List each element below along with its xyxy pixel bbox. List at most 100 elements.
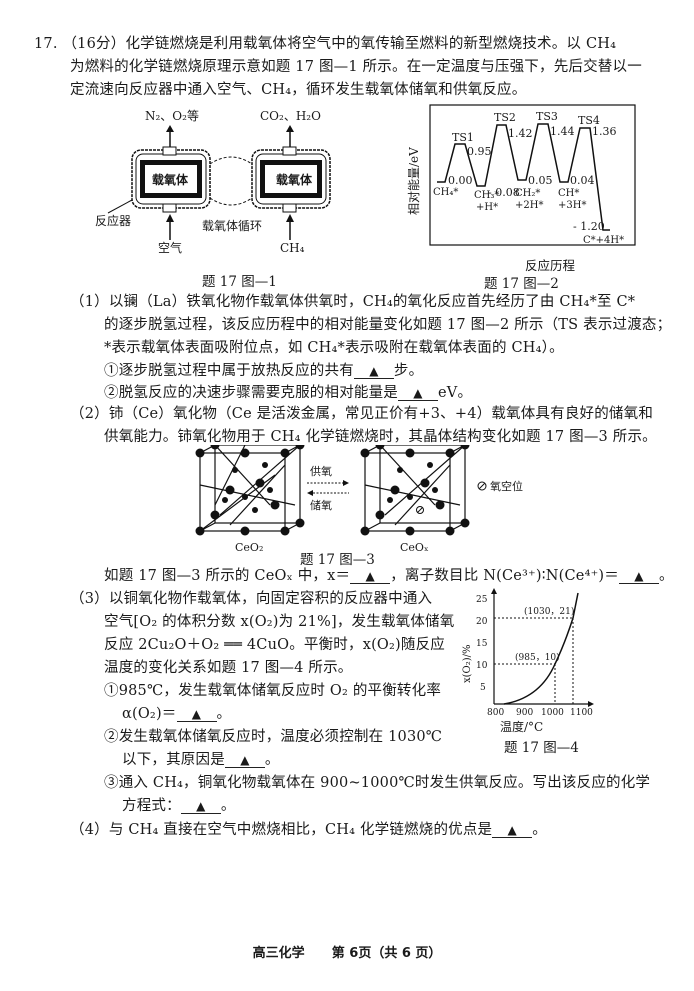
svg-text:+H*: +H*: [476, 202, 498, 213]
y-axis-label: x(O₂)/%: [462, 644, 473, 683]
svg-text:C*+4H*: C*+4H*: [583, 235, 624, 246]
part1-q1-text: ①逐步脱氢过程中属于放热反应的共有: [104, 363, 354, 379]
figure-1-reactor-diagram: N₂、O₂等 CO₂、H₂O 载氧体 载氧体 反应器 载氧体循环 空气: [95, 109, 331, 255]
cycle-dash-top: [209, 156, 253, 165]
svg-text:1.42: 1.42: [508, 127, 533, 140]
left-output-label: N₂、O₂等: [145, 109, 199, 123]
legend-label: 氧空位: [490, 479, 523, 493]
part2-line-0: （2）铈（Ce）氧化物（Ce 是活泼金属，常见正价有+3、+4）载氧体具有良好的…: [70, 406, 654, 422]
svg-text:- 1.20: - 1.20: [573, 220, 605, 233]
answer-blank[interactable]: ▲: [353, 364, 394, 379]
svg-text:900: 900: [516, 708, 533, 718]
ceo2-label: CeO₂: [235, 541, 263, 554]
svg-text:1100: 1100: [570, 708, 593, 718]
svg-text:CH*: CH*: [558, 188, 579, 199]
part3-line-2: 反应 2Cu₂O＋O₂ ══ 4CuO。平衡时，x(O₂)随反应: [104, 637, 445, 653]
figure-2-energy-diagram: 相对能量/eV TS1 TS2 TS3 TS4 0.95 1.42 1.44 1…: [407, 104, 636, 246]
left-carrier-label: 载氧体: [152, 172, 189, 187]
part3-line-3: 温度的变化关系如题 17 图—4 所示。: [104, 660, 353, 676]
right-output-label: CO₂、H₂O: [260, 109, 321, 123]
svg-text:0.95: 0.95: [467, 145, 492, 158]
part2-line-1: 供氧能力。铈氧化物用于 CH₄ 化学链燃烧时，其晶体结构变化如题 17 图—3 …: [104, 429, 657, 445]
store-oxygen-label: 储氧: [310, 498, 332, 512]
part2-q-end: 。: [659, 568, 674, 584]
svg-text:1.44: 1.44: [550, 125, 575, 138]
svg-text:800: 800: [487, 708, 504, 718]
part4: （4）与 CH₄ 直接在空气中燃烧相比，CH₄ 化学链燃烧的优点是▲。: [70, 820, 547, 840]
answer-blank[interactable]: ▲: [176, 707, 217, 722]
answer-blank[interactable]: ▲: [492, 823, 533, 838]
part1-q2-unit: eV。: [438, 385, 473, 401]
figure-2-caption: 题 17 图—2: [484, 276, 559, 292]
ch4-label: CH₄: [280, 241, 305, 255]
part1-q1: ①逐步脱氢过程中属于放热反应的共有▲步。: [104, 361, 423, 381]
part1-q1-unit: 步。: [393, 363, 424, 379]
figure-1-caption: 题 17 图—1: [202, 274, 277, 290]
answer-blank[interactable]: ▲: [619, 569, 659, 584]
svg-text:TS1: TS1: [452, 131, 474, 144]
cycle-dash-bottom: [209, 197, 253, 206]
part3-q2-line1: ②发生载氧体储氧反应时，温度必须控制在 1030℃: [104, 729, 443, 745]
supply-oxygen-label: 供氧: [310, 464, 332, 478]
arrow-up-icon: [166, 125, 294, 148]
part1-line-1: 的逐步脱氢过程，该反应历程中的相对能量变化如题 17 图—2 所示（TS 表示过…: [104, 317, 672, 333]
reactor-pointer-line: [107, 199, 133, 214]
part3-q1-end: 。: [216, 706, 232, 722]
answer-blank[interactable]: ▲: [350, 569, 391, 584]
answer-blank[interactable]: ▲: [180, 799, 221, 814]
air-label: 空气: [158, 240, 182, 255]
legend-vacancy-icon: [477, 481, 487, 491]
part2-q-mid: ，离子数目比 N(Ce³⁺)∶N(Ce⁴⁺)＝: [390, 568, 619, 584]
svg-text:CH₂*: CH₂*: [515, 188, 540, 199]
plot-frame: [429, 104, 636, 246]
part1-q2: ②脱氢反应的决速步骤需要克服的相对能量是▲eV。: [104, 383, 472, 403]
part3-q2: 以下，其原因是▲。: [122, 750, 280, 770]
svg-text:(985，10): (985，10): [515, 652, 560, 663]
left-reactor: 载氧体: [131, 146, 211, 213]
part3-q1-text: α(O₂)＝: [122, 706, 177, 722]
cycle-label: 载氧体循环: [202, 219, 262, 233]
oxygen-vacancy-icon: [416, 506, 424, 514]
answer-blank[interactable]: ▲: [398, 386, 438, 401]
reactor-label: 反应器: [95, 213, 131, 228]
energy-curve: [437, 123, 610, 231]
part3-q3-line1: ③通入 CH₄，铜氧化物载氧体在 900~1000℃时发生供氧反应。写出该反应的…: [104, 775, 651, 791]
svg-text:TS2: TS2: [494, 111, 516, 124]
footer-page-number: 第 6页（共 6 页）: [331, 946, 442, 961]
ce-atoms: [195, 445, 305, 536]
svg-text:20: 20: [476, 617, 488, 627]
intro-line-0: 化学链燃烧是利用载氧体将空气中的氧传输至燃料的新型燃烧技术。以 CH₄: [125, 36, 617, 52]
page-footer: 高三化学 第 6页（共 6 页）: [0, 942, 694, 961]
svg-text:(1030，21): (1030，21): [524, 606, 574, 617]
part1-line-0: （1）以镧（La）铁氧化物作载氧体供氧时，CH₄的氧化反应首先经历了由 CH₄*…: [70, 294, 636, 310]
svg-text:1.36: 1.36: [592, 125, 617, 138]
figure-2-xlabel: 反应历程: [524, 258, 576, 273]
part3-q2-text: 以下，其原因是: [122, 752, 225, 768]
question-score: （16分）: [62, 36, 126, 52]
part3-q3: 方程式：▲。: [122, 796, 236, 816]
arrow-in-icon: [166, 214, 294, 240]
svg-text:0.04: 0.04: [570, 174, 595, 187]
svg-text:+2H*: +2H*: [515, 200, 543, 211]
svg-text:+3H*: +3H*: [558, 200, 586, 211]
ceox-label: CeOₓ: [400, 541, 429, 554]
svg-text:- 0.08: - 0.08: [488, 186, 520, 199]
part3-q1-line1: ①985℃，发生载氧体储氧反应时 O₂ 的平衡转化率: [104, 683, 442, 699]
svg-text:1000: 1000: [541, 708, 564, 718]
figure-3-crystal-diagram: 供氧 储氧 氧空位 CeO₂ CeOₓ: [195, 445, 523, 554]
svg-text:CH₃*: CH₃*: [474, 190, 499, 201]
answer-blank[interactable]: ▲: [224, 753, 265, 768]
part3-q3-end: 。: [220, 798, 236, 814]
svg-text:25: 25: [476, 595, 488, 605]
svg-text:0.05: 0.05: [528, 174, 553, 187]
intro-line-2: 定流速向反应器中通入空气、CH₄，循环发生载氧体储氧和供氧反应。: [70, 82, 527, 98]
svg-text:TS3: TS3: [536, 110, 558, 123]
part1-line-2: *表示载氧体表面吸附位点，如 CH₄*表示吸附在载氧体表面的 CH₄）。: [104, 340, 564, 356]
part2-q-text: 如题 17 图—3 所示的 CeOₓ 中，x＝: [104, 568, 351, 584]
part3-q1: α(O₂)＝▲。: [122, 704, 231, 724]
part1-q2-text: ②脱氢反应的决速步骤需要克服的相对能量是: [104, 385, 398, 401]
part3-q3-text: 方程式：: [122, 798, 181, 814]
figure-3-caption: 题 17 图—3: [300, 552, 375, 568]
